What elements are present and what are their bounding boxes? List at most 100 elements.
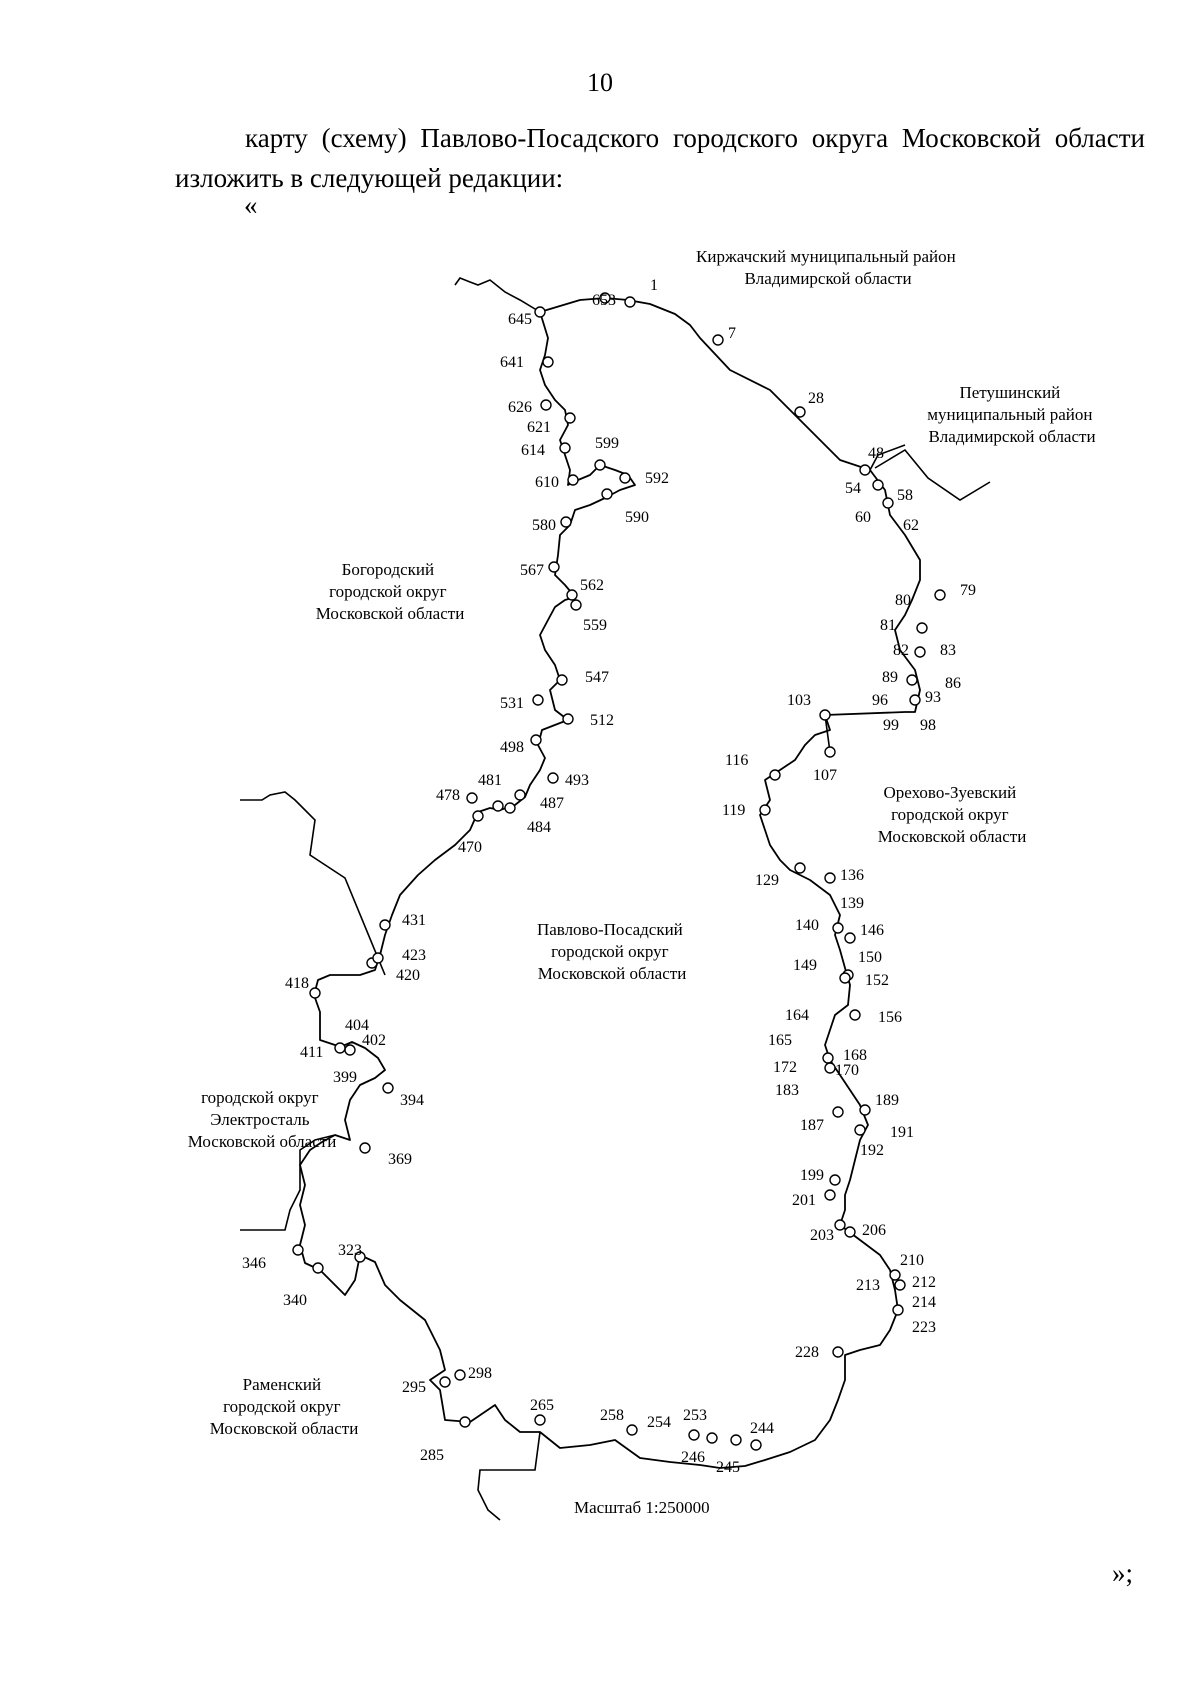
point-label: 62 [903, 517, 919, 534]
point-label: 404 [345, 1017, 369, 1034]
point-label: 411 [300, 1044, 323, 1061]
point-label: 139 [840, 895, 864, 912]
page-number: 10 [587, 68, 613, 97]
region-label-ramensky: Раменский городской округ Московской обл… [210, 1375, 359, 1438]
point-label: 103 [787, 692, 811, 709]
point-label: 199 [800, 1167, 824, 1184]
point-label: 245 [716, 1459, 740, 1476]
point-label: 265 [530, 1397, 554, 1414]
neighbor-boundary-orekhovo [824, 714, 831, 753]
point-label: 81 [880, 617, 896, 634]
point-label: 28 [808, 390, 824, 407]
region-label-elektrostal: городской округ Электросталь Московской … [188, 1088, 337, 1151]
intro-paragraph: карту (схему) Павлово-Посадского городск… [175, 118, 1145, 198]
point-label: 58 [897, 487, 913, 504]
point-label: 645 [508, 311, 532, 328]
point-label: 399 [333, 1069, 357, 1086]
neighbor-boundary-petushki-2 [869, 444, 906, 471]
neighbor-boundary-elektrostal [240, 1134, 336, 1231]
point-label: 168 [843, 1047, 867, 1064]
point-label: 96 [872, 692, 888, 709]
point-label: 295 [402, 1379, 426, 1396]
point-label: 187 [800, 1117, 824, 1134]
point-label: 592 [645, 470, 669, 487]
point-label: 116 [725, 752, 748, 769]
point-label: 189 [875, 1092, 899, 1109]
point-label: 48 [868, 445, 884, 462]
point-label: 54 [845, 480, 861, 497]
point-label: 559 [583, 617, 607, 634]
region-label-kirzhach: Киржачский муниципальный район Владимирс… [696, 247, 960, 288]
point-label: 641 [500, 354, 524, 371]
point-label: 580 [532, 517, 556, 534]
point-label: 244 [750, 1420, 774, 1437]
point-label: 152 [865, 972, 889, 989]
neighbor-boundary-ramensky [477, 1431, 541, 1521]
district-boundary [299, 297, 921, 1469]
point-label: 590 [625, 509, 649, 526]
point-label: 164 [785, 1007, 809, 1024]
point-label: 394 [400, 1092, 424, 1109]
point-label: 82 [893, 642, 909, 659]
point-label: 86 [945, 675, 961, 692]
point-label: 165 [768, 1032, 792, 1049]
point-label: 340 [283, 1292, 307, 1309]
point-label: 228 [795, 1344, 819, 1361]
point-label: 201 [792, 1192, 816, 1209]
point-label: 206 [862, 1222, 886, 1239]
point-label: 7 [728, 325, 736, 342]
point-label: 610 [535, 474, 559, 491]
point-label: 512 [590, 712, 614, 729]
point-label: 136 [840, 867, 864, 884]
point-label: 258 [600, 1407, 624, 1424]
map-scale-label: Масштаб 1:250000 [574, 1498, 710, 1517]
neighbor-boundary-bogorodsky [240, 791, 386, 976]
point-label: 172 [773, 1059, 797, 1076]
point-label: 285 [420, 1447, 444, 1464]
point-label: 119 [722, 802, 745, 819]
closing-quote: »; [1112, 1558, 1134, 1588]
point-label: 481 [478, 772, 502, 789]
point-label: 346 [242, 1255, 266, 1272]
point-label: 93 [925, 689, 941, 706]
point-label: 170 [835, 1062, 859, 1079]
point-label: 369 [388, 1151, 412, 1168]
point-label: 89 [882, 669, 898, 686]
point-label: 60 [855, 509, 871, 526]
point-label: 150 [858, 949, 882, 966]
point-label: 420 [396, 967, 420, 984]
point-label: 531 [500, 695, 524, 712]
point-label: 213 [856, 1277, 880, 1294]
point-label: 107 [813, 767, 837, 784]
point-label: 431 [402, 912, 426, 929]
point-labels: 1 7 28 48 54 58 60 62 79 80 81 82 83 86 … [242, 277, 976, 1476]
point-label: 140 [795, 917, 819, 934]
point-label: 98 [920, 717, 936, 734]
point-label: 493 [565, 772, 589, 789]
point-label: 212 [912, 1274, 936, 1291]
region-label-pavlovo-posad: Павлово-Посадский городской округ Москов… [537, 920, 687, 983]
point-label: 99 [883, 717, 899, 734]
neighbor-boundary-petushki [874, 448, 991, 501]
point-label: 487 [540, 795, 564, 812]
point-label: 470 [458, 839, 482, 856]
point-label: 203 [810, 1227, 834, 1244]
point-label: 599 [595, 435, 619, 452]
point-label: 79 [960, 582, 976, 599]
point-label: 567 [520, 562, 544, 579]
point-label: 146 [860, 922, 884, 939]
point-label: 214 [912, 1294, 936, 1311]
point-label: 423 [402, 947, 426, 964]
point-label: 562 [580, 577, 604, 594]
point-label: 246 [681, 1449, 705, 1466]
point-label: 402 [362, 1032, 386, 1049]
point-label: 621 [527, 419, 551, 436]
intro-text: карту (схему) Павлово-Посадского городск… [175, 123, 1145, 193]
point-label: 253 [683, 1407, 707, 1424]
point-label: 484 [527, 819, 551, 836]
point-label: 156 [878, 1009, 902, 1026]
region-label-petushki: Петушинский муниципальный район Владимир… [927, 383, 1097, 446]
point-label: 191 [890, 1124, 914, 1141]
point-label: 478 [436, 787, 460, 804]
